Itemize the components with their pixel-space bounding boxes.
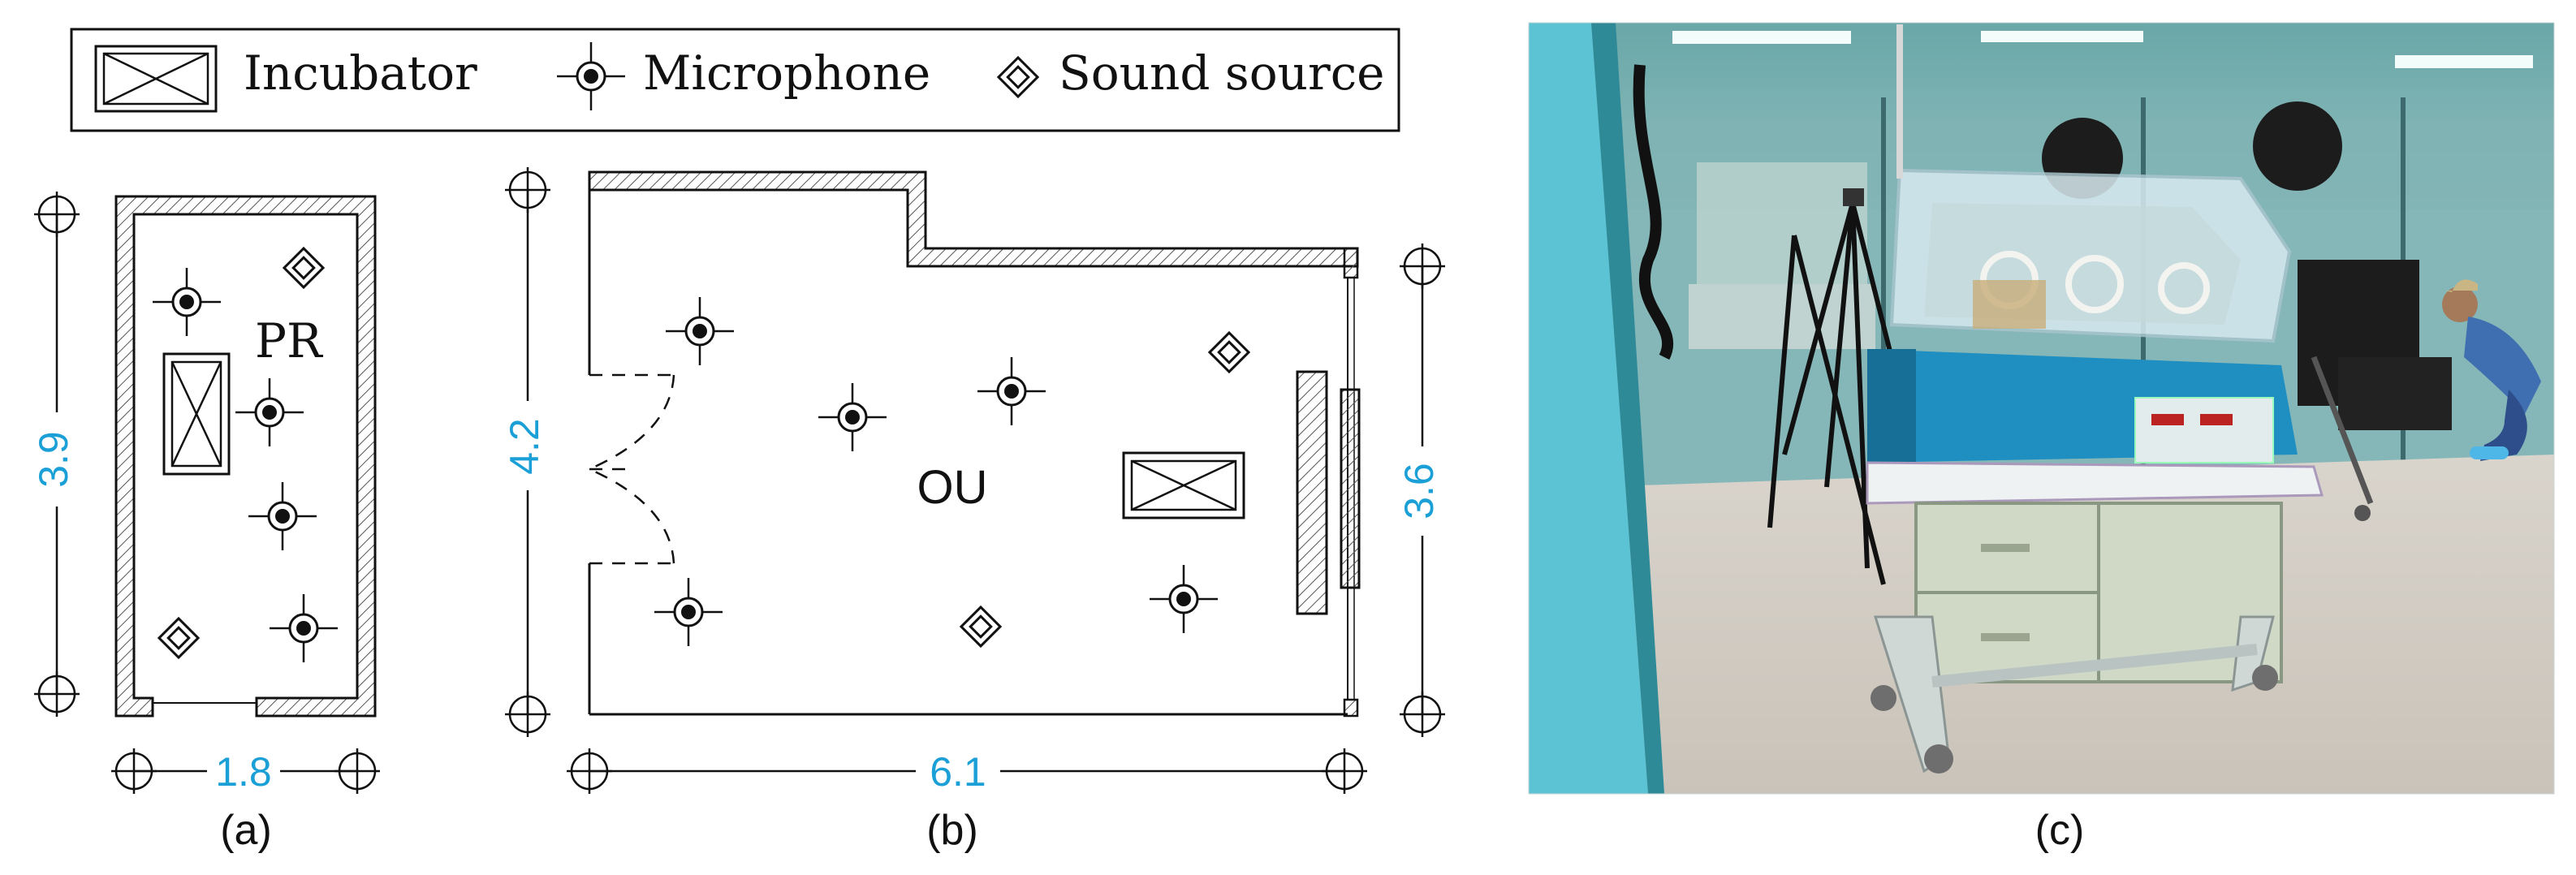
panel-a-sound-source-icon	[283, 247, 325, 289]
panel-b-right-height-value: 3.6	[1396, 463, 1442, 519]
legend-incubator-label: Incubator	[244, 45, 477, 101]
panel-b-top-wall	[588, 170, 1359, 268]
panel-b-microphone-icon	[976, 356, 1047, 427]
panel-b-window	[1340, 388, 1361, 589]
panel-a-microphone-icon	[151, 266, 222, 338]
panel-a-caption: (a)	[220, 807, 272, 854]
panel-a-microphone-icon	[268, 593, 339, 664]
panel-b-partition	[1296, 370, 1328, 615]
panel-a-width-dimension: 1.8	[110, 747, 382, 795]
legend: Incubator Microphone Sound source	[70, 28, 1400, 132]
panel-b-room-label: OU	[917, 461, 988, 514]
panel-b-width-dimension: 6.1	[565, 747, 1369, 795]
panel-b-microphone-icon	[664, 295, 736, 367]
panel-a-microphone-icon	[234, 377, 305, 448]
panel-b-left-height-dimension: 4.2	[502, 166, 552, 739]
panel-b-microphone-icon	[817, 381, 888, 453]
panel-a-incubator-icon	[162, 352, 231, 476]
panel-a-microphone-icon	[247, 481, 318, 552]
panel-a-width-value: 1.8	[215, 749, 272, 795]
panel-b-floor-plan: OU 4.2 3.6 6.1 (b)	[502, 166, 1447, 854]
panel-b-left-height-value: 4.2	[502, 418, 547, 475]
legend-microphone-label: Microphone	[643, 45, 930, 101]
panel-b-sound-source-icon	[1208, 331, 1250, 373]
panel-b-right-height-dimension: 3.6	[1396, 242, 1447, 739]
panel-b-incubator-icon	[1122, 451, 1245, 519]
panel-a-height-dimension: 3.9	[31, 190, 81, 718]
panel-b-width-value: 6.1	[930, 749, 986, 795]
panel-a-floor-plan: PR 3.9 1.8 (a)	[31, 190, 382, 854]
panel-c-caption: (c)	[2035, 807, 2085, 854]
legend-incubator-icon	[94, 45, 218, 113]
panel-b-double-door	[589, 373, 675, 565]
panel-b-caption: (b)	[926, 807, 978, 854]
panel-b-microphone-icon	[1148, 563, 1219, 635]
legend-sound-source-label: Sound source	[1059, 45, 1385, 101]
panel-a-room-label: PR	[255, 313, 324, 369]
panel-b-microphone-icon	[653, 576, 724, 648]
panel-a-walls	[114, 195, 377, 718]
panel-a-sound-source-icon	[157, 617, 200, 659]
panel-a-height-value: 3.9	[31, 431, 76, 488]
panel-b-sound-source-icon	[960, 606, 1002, 648]
panel-c-photo: (c)	[1528, 22, 2555, 854]
